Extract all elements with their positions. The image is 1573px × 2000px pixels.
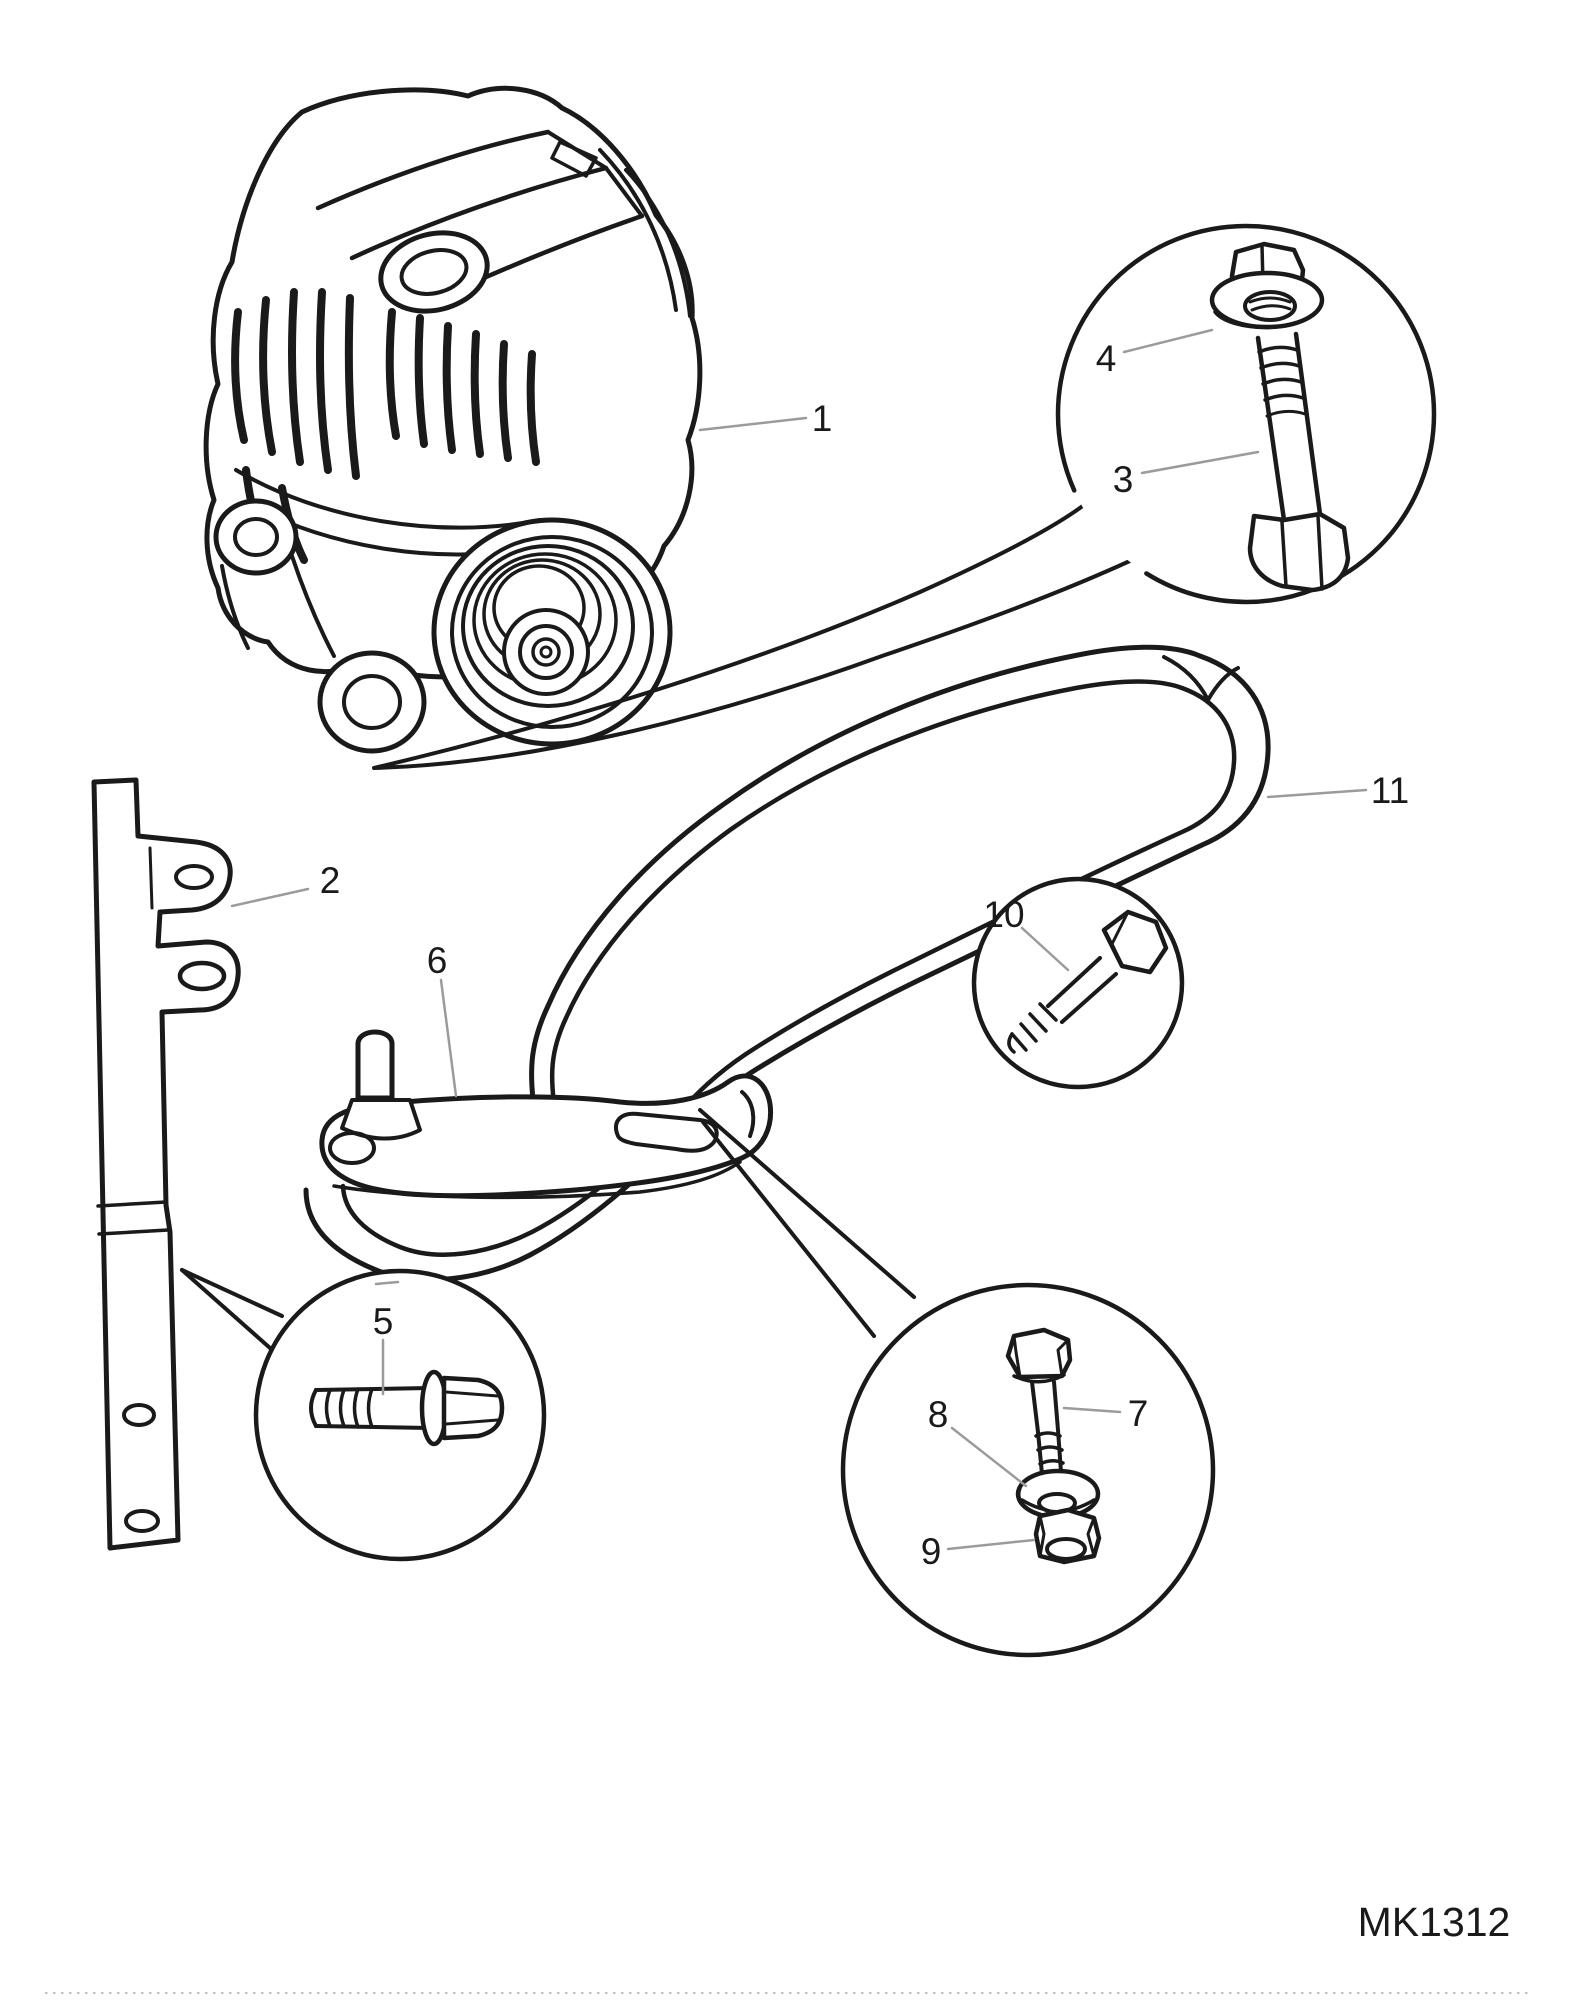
callout-2: 2: [320, 860, 341, 901]
bracket-boss-hole: [177, 960, 227, 992]
leader-line-6: [439, 978, 458, 1098]
alternator-front-boss: [213, 498, 299, 576]
leader-line-4: [1122, 328, 1214, 354]
flange-nut-4: [1209, 241, 1325, 330]
bracket-seam-line-2: [97, 1228, 170, 1236]
belt-outer-edge: [303, 644, 1271, 1283]
callout-11: 11: [1371, 770, 1409, 811]
leader-line-9: [946, 1538, 1036, 1551]
callout-6: 6: [427, 940, 448, 981]
drawing-code: MK1312: [1358, 1899, 1511, 1945]
alternator-lower-band-1: [234, 468, 542, 530]
detail-circle-bolt-washer-nut: 7 8 9: [840, 1282, 1216, 1658]
stray-dash: [374, 1280, 400, 1286]
callouts: 1 2 6 11: [230, 398, 1409, 1098]
bracket-outline: [91, 777, 241, 1551]
detail-circle-3-4: [1055, 223, 1437, 605]
callout-3: 3: [1113, 459, 1134, 500]
adjuster-arm-end-curl: [740, 1090, 756, 1138]
leader-line-3: [1140, 450, 1260, 475]
callout-5: 5: [373, 1301, 394, 1342]
leader-line-8: [950, 1426, 1028, 1488]
callout-10: 10: [983, 894, 1024, 935]
alternator-mount-ear: [378, 230, 490, 314]
leader-line-11: [1266, 788, 1368, 799]
belt-inner-edge: [340, 679, 1237, 1257]
bracket-seam-line-1: [96, 1200, 168, 1208]
detail-circle-bolt10: 10: [971, 876, 1185, 1090]
detail-circle-bolt-nut: 4 3: [1055, 223, 1437, 605]
adjuster-arm-hole: [328, 1131, 376, 1165]
callout-8: 8: [928, 1394, 949, 1435]
adjuster-arm-stud: [355, 1029, 395, 1101]
belt-twist-cusp: [1162, 655, 1240, 702]
nut-9: [1033, 1507, 1102, 1565]
alternator-slab-notch: [550, 140, 598, 178]
alternator-top-slab-line-2: [349, 165, 609, 261]
alternator-rear-band-2: [598, 148, 678, 312]
adjuster-arm-stud-boss: [340, 1098, 422, 1141]
bracket-strip-hole-lower: [124, 1509, 160, 1533]
bolt-5: [309, 1369, 505, 1447]
detail-circle-bolt5: 5: [253, 1268, 547, 1562]
detail-circle-7-8-9: [840, 1282, 1216, 1658]
adjuster-arm-underside-edge: [332, 1160, 742, 1200]
callout-9: 9: [921, 1531, 942, 1572]
leader-line-2: [230, 887, 310, 908]
bracket-strip-hole-upper: [122, 1403, 156, 1427]
leader-line-7: [1062, 1406, 1122, 1414]
leader-line-10: [1020, 926, 1070, 972]
bolt-3: [1247, 331, 1351, 593]
pointer-swoosh: [372, 503, 1134, 770]
callout-1: 1: [812, 398, 833, 439]
bracket-ear-hole: [174, 864, 214, 890]
adjuster-arm-slot: [614, 1111, 719, 1153]
alternator-illustration: [203, 85, 703, 754]
drive-belt-illustration: [303, 644, 1271, 1283]
alternator-pulley: [431, 517, 673, 747]
alternator-rear-band-1: [624, 168, 692, 318]
callout-7: 7: [1128, 1393, 1149, 1434]
leader-line-1: [698, 416, 808, 432]
alternator-lower-lug: [220, 554, 427, 754]
alternator-top-slab-line-1: [315, 129, 551, 211]
alternator-fins: [231, 288, 540, 564]
detail-circle-5: [253, 1268, 547, 1562]
mounting-bracket-illustration: [91, 777, 241, 1551]
bolt-7: [1005, 1327, 1073, 1478]
bolt-10: [1007, 909, 1169, 1054]
bracket-fold-line: [148, 846, 154, 910]
callout-4: 4: [1096, 338, 1117, 379]
pointer-bracket-to-circle5: [180, 1268, 284, 1350]
pointer-arm-to-circle789: [698, 1108, 916, 1338]
washer-8: [1015, 1468, 1101, 1520]
